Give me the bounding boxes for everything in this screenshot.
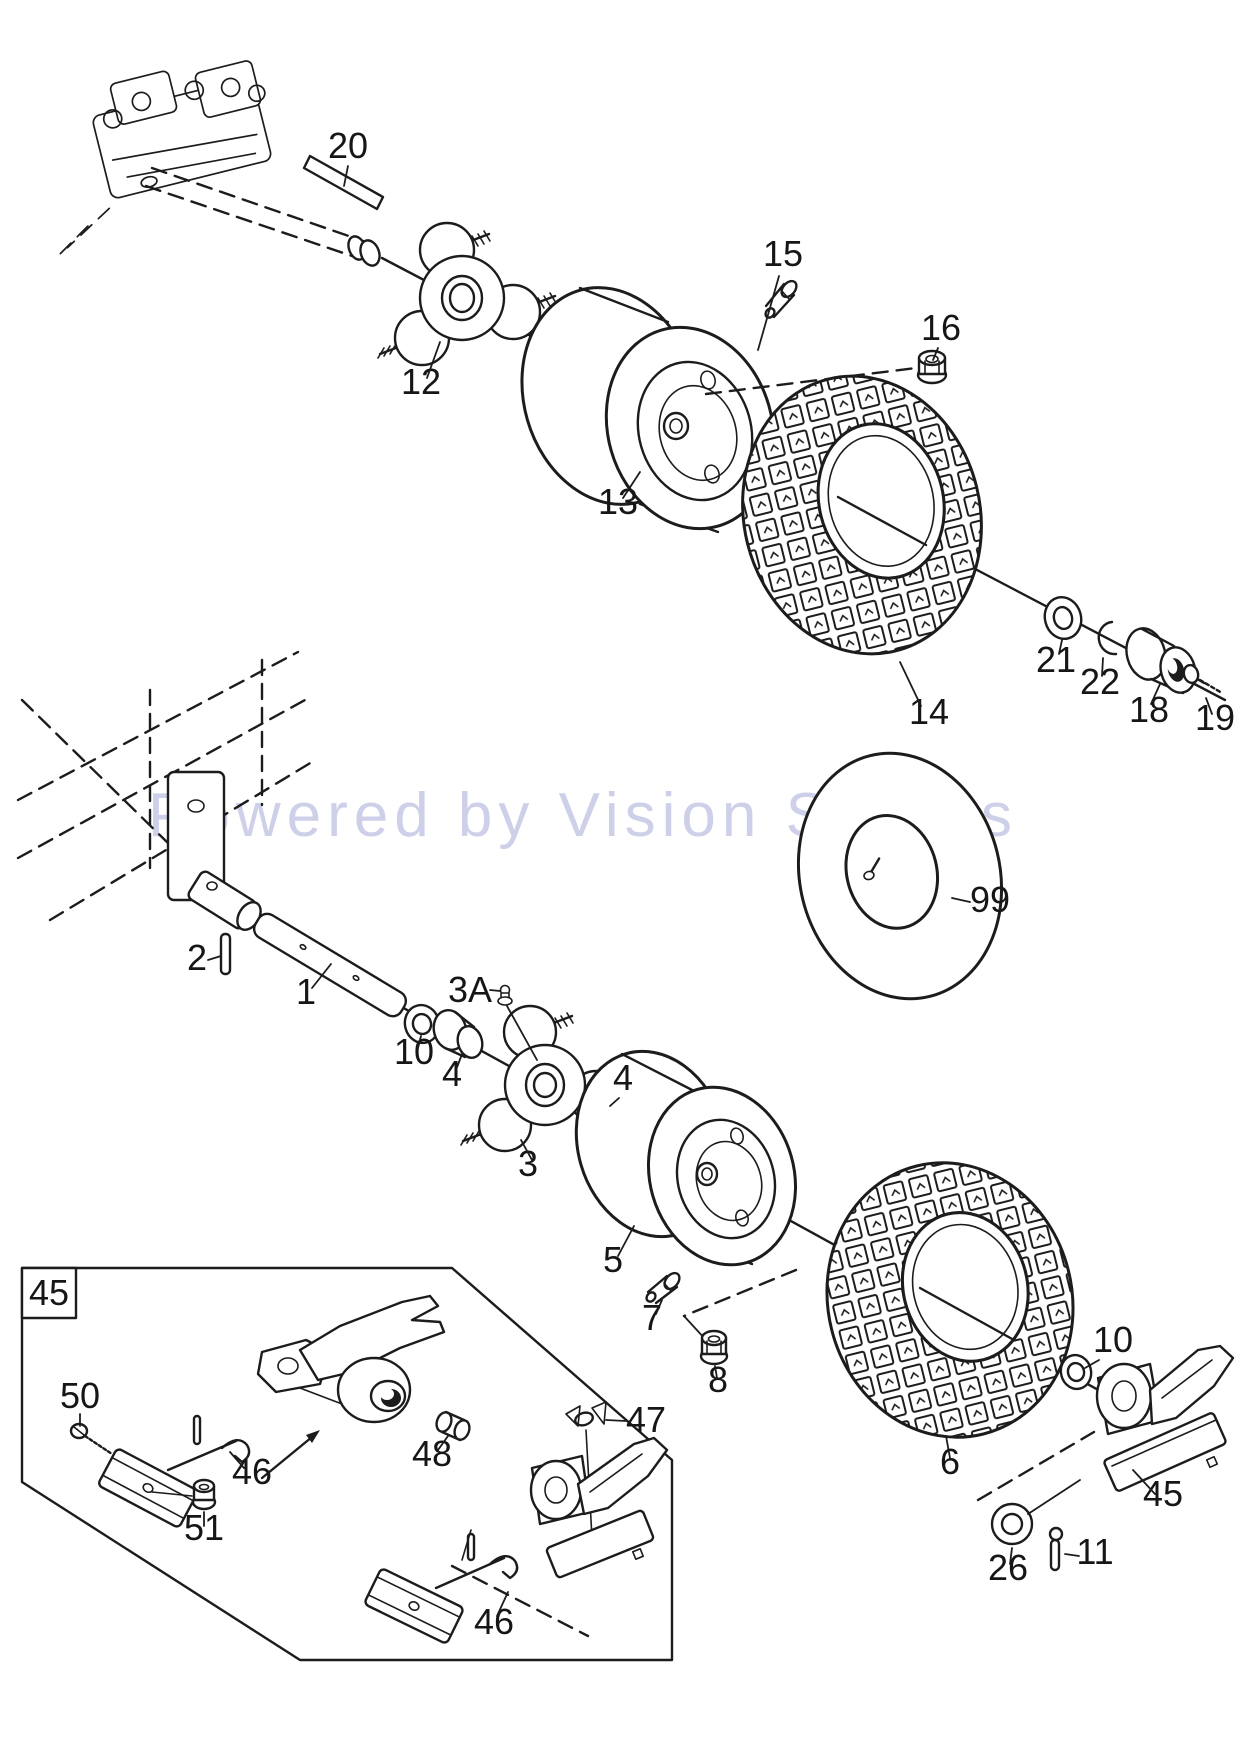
part-label-10-outer: 10	[1093, 1319, 1133, 1360]
part-label-47: 47	[626, 1399, 666, 1440]
transmission-housing	[54, 60, 272, 260]
roll-pin-2	[219, 932, 232, 976]
brake-assembly-45	[1095, 1344, 1235, 1492]
part-label-1: 1	[296, 971, 316, 1012]
rim-13	[520, 286, 776, 534]
valve-stem-7	[645, 1271, 681, 1305]
bushing-4-inner	[432, 1009, 484, 1059]
flange-nut-8	[699, 1329, 729, 1366]
part-label-11: 11	[1076, 1531, 1113, 1572]
retaining-clip-22	[1097, 620, 1118, 656]
part-label-22: 22	[1080, 661, 1120, 702]
cap-screw-19	[1182, 663, 1224, 695]
woodruff-key	[302, 154, 385, 211]
part-label-20: 20	[328, 125, 368, 166]
part-label-2: 2	[187, 937, 207, 978]
part-label-14: 14	[909, 691, 949, 732]
grease-fitting-3A	[497, 984, 538, 1061]
part-label-19: 19	[1195, 697, 1235, 738]
part-label-16: 16	[921, 307, 961, 348]
part-label-26: 26	[988, 1547, 1028, 1588]
axle-mount-bracket	[166, 770, 262, 931]
part-label-46-lower: 46	[474, 1601, 514, 1642]
part-label-7: 7	[642, 1297, 662, 1338]
part-label-4-outer: 4	[613, 1057, 633, 1098]
lower-wheel-assembly: 2 1 10 4 3A 3 4 5 7 8 99 6 10 45 26 11	[16, 650, 1235, 1588]
driveshaft-ghost	[144, 166, 381, 267]
part-label-45-main: 45	[1143, 1473, 1183, 1514]
part-label-99: 99	[970, 879, 1010, 920]
inset-outline	[20, 1266, 674, 1662]
tire-6	[825, 1161, 1075, 1439]
part-label-21: 21	[1036, 639, 1076, 680]
part-label-10-inner: 10	[394, 1031, 434, 1072]
upper-wheel-assembly: 20 12 15 16 13 14 21 22 18 19	[54, 60, 1235, 738]
stud-axis-dashed-lower	[682, 1268, 798, 1318]
screw-50	[69, 1422, 114, 1456]
inset-brake-body	[529, 1436, 669, 1579]
inset-label-45: 45	[29, 1272, 69, 1313]
anchor-rod-46-lower	[364, 1529, 519, 1644]
washer-10-inner	[403, 1003, 441, 1045]
inset-dashed-line	[450, 1564, 590, 1638]
axis-through-tire14	[836, 495, 928, 547]
inner-tube-99	[796, 751, 1004, 1001]
tire-14	[741, 374, 983, 656]
part-label-50: 50	[60, 1375, 100, 1416]
cam-lever-assembly	[256, 1294, 446, 1424]
hub-cap-18	[1125, 627, 1197, 695]
part-label-12: 12	[401, 361, 441, 402]
part-label-46-upper: 46	[232, 1451, 272, 1492]
part-label-8: 8	[708, 1359, 728, 1400]
assembly-arrow	[260, 1430, 320, 1480]
bushing-48	[435, 1410, 471, 1442]
lock-nut-51	[151, 1478, 217, 1511]
part-label-6: 6	[940, 1441, 960, 1482]
washer-21	[1043, 595, 1083, 641]
part-label-5: 5	[603, 1239, 623, 1280]
part-label-18: 18	[1129, 689, 1169, 730]
stud-axis-dashed	[704, 366, 918, 396]
valve-stem-15	[764, 279, 798, 319]
part-label-13: 13	[598, 481, 638, 522]
part-label-3A: 3A	[448, 969, 492, 1010]
washer-26	[990, 1479, 1081, 1546]
axis-through-tire6	[918, 1286, 1016, 1342]
wheel-hub-3	[460, 1004, 640, 1153]
part-label-3: 3	[518, 1143, 538, 1184]
rim-5	[574, 1049, 798, 1267]
anchor-rod-46-upper	[98, 1414, 251, 1528]
part-label-15: 15	[763, 233, 803, 274]
part-label-4-inner: 4	[442, 1053, 462, 1094]
flange-nut-16	[916, 349, 948, 385]
wheel-hub-12	[377, 221, 557, 367]
inset-corner-box	[20, 1266, 78, 1320]
brake-dashed-line	[976, 1430, 1096, 1502]
cotter-pin-11	[1048, 1526, 1064, 1572]
inset-box-45: 45	[20, 1266, 674, 1662]
washer-10-outer	[1059, 1353, 1093, 1391]
